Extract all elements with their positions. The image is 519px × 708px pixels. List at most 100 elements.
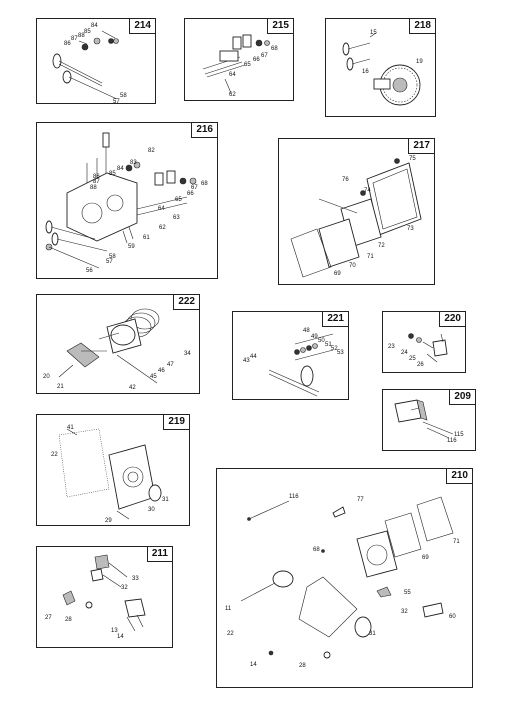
- callout-68: 68: [313, 547, 320, 553]
- panel-number-badge: 217: [408, 138, 435, 154]
- callout-31: 31: [162, 497, 169, 503]
- callout-28: 28: [65, 617, 72, 623]
- callout-16: 16: [362, 69, 369, 75]
- callout-88: 88: [78, 33, 85, 39]
- callout-88: 88: [90, 185, 97, 191]
- callout-41: 41: [67, 425, 74, 431]
- gasket-kit-drawing: [240, 496, 454, 659]
- callout-68: 68: [271, 46, 278, 52]
- callout-69: 69: [334, 271, 341, 277]
- callout-85: 85: [84, 29, 91, 35]
- panel-number-badge: 222: [173, 294, 200, 310]
- diagram-panel-210: 210 116 77 71 69 68 55 32 60 11 22 31 14…: [216, 468, 473, 688]
- diagram-panel-222: 222 34 47 46 45 42 20 21: [36, 294, 200, 394]
- callout-22: 22: [227, 631, 234, 637]
- callout-30: 30: [148, 507, 155, 513]
- callout-66: 66: [187, 191, 194, 197]
- piston-drawing: [58, 308, 160, 384]
- callout-59: 59: [128, 244, 135, 250]
- callout-115: 115: [454, 432, 464, 438]
- callout-86: 86: [64, 41, 71, 47]
- callout-67: 67: [191, 185, 198, 191]
- callout-45: 45: [150, 374, 157, 380]
- callout-28: 28: [299, 663, 306, 669]
- callout-71: 71: [367, 254, 374, 260]
- callout-70: 70: [349, 263, 356, 269]
- callout-53: 53: [337, 350, 344, 356]
- callout-76: 76: [342, 177, 349, 183]
- callout-82: 82: [148, 148, 155, 154]
- cylinder-head-drawing: [45, 132, 197, 269]
- callout-65: 65: [244, 62, 251, 68]
- callout-15: 15: [370, 30, 377, 36]
- callout-69: 69: [422, 555, 429, 561]
- callout-42: 42: [129, 385, 136, 391]
- governor-drawing: [268, 333, 334, 397]
- callout-26: 26: [417, 362, 424, 368]
- callout-64: 64: [158, 206, 165, 212]
- callout-27: 27: [45, 615, 52, 621]
- callout-116: 116: [447, 438, 457, 444]
- camshaft-drawing: [342, 32, 421, 106]
- callout-84: 84: [91, 23, 98, 29]
- callout-33: 33: [132, 576, 139, 582]
- callout-85: 85: [109, 171, 116, 177]
- callout-46: 46: [158, 368, 165, 374]
- callout-55: 55: [404, 590, 411, 596]
- diagram-panel-219: 219 41 22 31 30 29: [36, 414, 190, 526]
- callout-73: 73: [407, 226, 414, 232]
- diagram-panel-215: 215 68 67 66 65 64 62: [184, 18, 294, 101]
- diagram-panel-217: 217 75 76 74 73 72 71 70 69: [278, 138, 435, 285]
- callout-25: 25: [409, 356, 416, 362]
- callout-84: 84: [117, 166, 124, 172]
- callout-57: 57: [106, 259, 113, 265]
- crankcase-cover-drawing: [58, 428, 162, 520]
- callout-20: 20: [43, 374, 50, 380]
- callout-87: 87: [93, 179, 100, 185]
- callout-65: 65: [175, 197, 182, 203]
- callout-52: 52: [331, 346, 338, 352]
- rocker-arm-drawing: [202, 34, 270, 94]
- governor-arm-drawing: [408, 333, 448, 363]
- diagram-panel-211: 211 33 32 27 28 13 14: [36, 546, 173, 648]
- callout-68: 68: [201, 181, 208, 187]
- callout-87: 87: [71, 36, 78, 42]
- ignition-module-drawing: [394, 399, 454, 439]
- callout-71: 71: [453, 539, 460, 545]
- callout-48: 48: [303, 328, 310, 334]
- callout-62: 62: [159, 225, 166, 231]
- callout-56: 56: [86, 268, 93, 274]
- callout-77: 77: [357, 497, 364, 503]
- callout-66: 66: [253, 57, 260, 63]
- callout-22: 22: [51, 452, 58, 458]
- callout-62: 62: [229, 92, 236, 98]
- callout-14: 14: [117, 634, 124, 640]
- diagram-panel-216: 216 83 82 84 85 86 87 88 66 67 68 65 64 …: [36, 122, 218, 279]
- callout-75: 75: [409, 156, 416, 162]
- callout-67: 67: [261, 53, 268, 59]
- callout-32: 32: [401, 609, 408, 615]
- panel-number-badge: 220: [439, 311, 466, 327]
- callout-11: 11: [225, 606, 232, 612]
- panel-number-badge: 216: [191, 122, 218, 138]
- callout-51: 51: [325, 342, 332, 348]
- callout-34: 34: [184, 351, 191, 357]
- callout-61: 61: [143, 235, 150, 241]
- callout-116: 116: [289, 494, 299, 500]
- valve-cover-drawing: [290, 158, 422, 278]
- callout-86: 86: [93, 174, 100, 180]
- callout-63: 63: [173, 215, 180, 221]
- callout-14: 14: [250, 662, 257, 668]
- callout-58: 58: [120, 93, 127, 99]
- callout-13: 13: [111, 628, 118, 634]
- callout-29: 29: [105, 518, 112, 524]
- panel-number-badge: 209: [449, 389, 476, 405]
- diagram-panel-214: 214 84 85 87 86 88 58 57: [36, 18, 156, 105]
- panel-number-badge: 221: [322, 311, 349, 327]
- callout-64: 64: [229, 72, 236, 78]
- valve-assembly-drawing: [52, 30, 119, 100]
- panel-number-badge: 210: [446, 468, 473, 484]
- callout-21: 21: [57, 384, 64, 390]
- callout-49: 49: [311, 334, 318, 340]
- panel-number-badge: 218: [409, 18, 436, 34]
